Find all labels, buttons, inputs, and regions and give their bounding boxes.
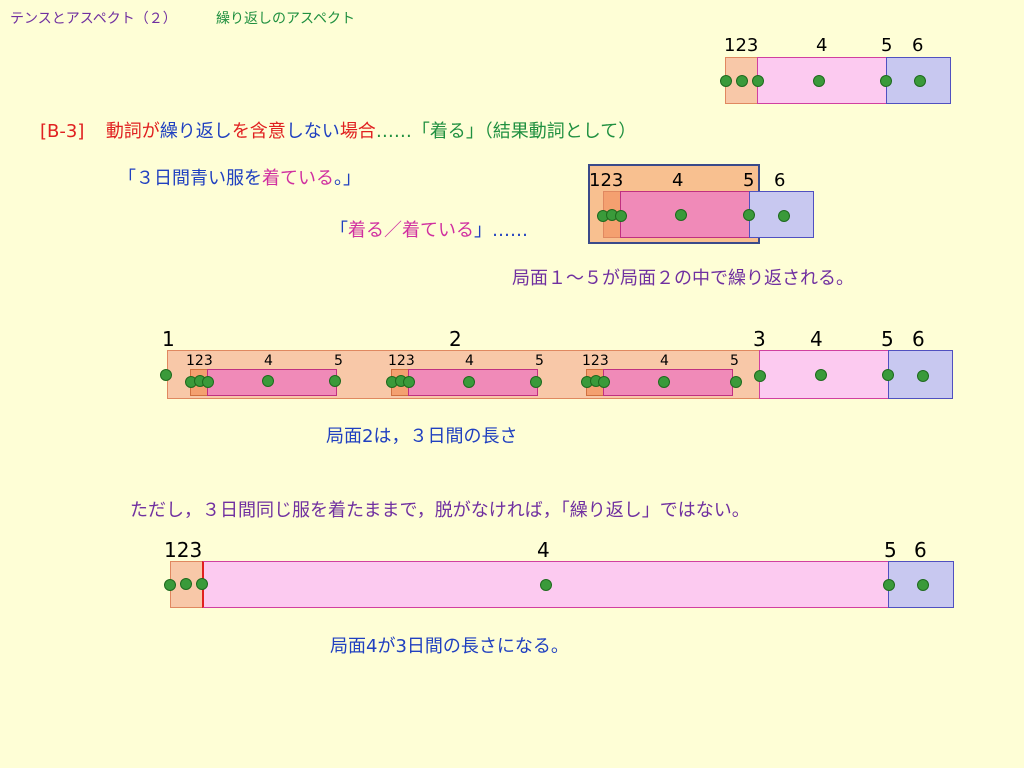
sub-label-123: 123 [582, 353, 609, 369]
note-phase4: 局面4が3日間の長さになる。 [330, 636, 569, 657]
case-part-2: 繰り返し [159, 121, 232, 142]
sub-point-b3 [403, 376, 415, 388]
example-verb: 着ている [262, 168, 334, 189]
note-phase2: 局面2は，３日間の長さ [326, 426, 518, 447]
pair-text: 着る／着ている [348, 220, 474, 241]
sub-label-5: 5 [730, 353, 739, 369]
label-5: 5 [881, 35, 893, 56]
verb-pair: 「着る／着ている」…… [330, 216, 528, 242]
sub-point-b4 [463, 376, 475, 388]
label-123: 123 [724, 35, 759, 56]
point-5 [880, 75, 892, 87]
sub-point-b5 [530, 376, 542, 388]
sub-point-a4 [262, 375, 274, 387]
case-part-5: 場合 [339, 121, 376, 142]
note-repeat: 局面１〜５が局面２の中で繰り返される。 [512, 268, 854, 289]
label-1: 1 [162, 327, 175, 351]
point-2 [180, 578, 192, 590]
case-part-3: を含意 [231, 121, 286, 142]
label-6: 6 [914, 538, 927, 562]
sub-point-c3 [598, 376, 610, 388]
case-part-6: ……「 [375, 121, 430, 142]
label-4: 4 [537, 538, 550, 562]
case-heading: [B-3] 動詞が繰り返しを含意しない場合……「着る」（結果動詞として） [40, 117, 636, 143]
point-1 [164, 579, 176, 591]
point-6 [778, 210, 790, 222]
label-4: 4 [810, 327, 823, 351]
point-4 [540, 579, 552, 591]
label-5: 5 [881, 327, 894, 351]
label-123: 123 [164, 538, 203, 562]
point-1 [720, 75, 732, 87]
sub-label-4: 4 [465, 353, 474, 369]
sub-point-c4 [658, 376, 670, 388]
pair-close: 」…… [474, 220, 528, 241]
point-1 [160, 369, 172, 381]
sub-label-5: 5 [334, 353, 343, 369]
point-3 [752, 75, 764, 87]
sub-label-123: 123 [388, 353, 415, 369]
slide-title: テンスとアスペクト（２） [10, 11, 177, 27]
sub-label-123: 123 [186, 353, 213, 369]
sub-point-a3 [202, 376, 214, 388]
pair-open: 「 [330, 220, 348, 241]
point-3 [754, 370, 766, 382]
point-4 [813, 75, 825, 87]
case-part-4: しない [285, 121, 340, 142]
example-close: 。」 [334, 168, 361, 189]
note-but: ただし，３日間同じ服を着たままで，脱がなければ，「繰り返し」ではない。 [130, 500, 750, 521]
point-6 [917, 579, 929, 591]
case-part-1: 動詞が [105, 121, 160, 142]
point-5 [743, 209, 755, 221]
point-4 [815, 369, 827, 381]
sub-label-5: 5 [535, 353, 544, 369]
sub-point-c5 [730, 376, 742, 388]
label-6: 6 [912, 35, 924, 56]
point-6 [917, 370, 929, 382]
sub-label-4: 4 [660, 353, 669, 369]
label-6: 6 [774, 170, 786, 191]
label-6: 6 [912, 327, 925, 351]
label-5: 5 [743, 170, 755, 191]
slide-subtitle: 繰り返しのアスペクト [216, 11, 356, 27]
case-label: [B-3] [40, 121, 85, 142]
point-3 [615, 210, 627, 222]
point-4 [675, 209, 687, 221]
label-2: 2 [449, 327, 462, 351]
point-5 [883, 579, 895, 591]
case-part-8: 」（結果動詞として） [465, 121, 637, 142]
example-open: 「３日間青い服を [118, 168, 262, 189]
sub-label-4: 4 [264, 353, 273, 369]
label-4: 4 [816, 35, 828, 56]
sub-point-a5 [329, 375, 341, 387]
point-5 [882, 369, 894, 381]
example-sentence: 「３日間青い服を着ている。」 [118, 164, 361, 190]
case-part-7: 着る [429, 121, 466, 142]
point-2 [736, 75, 748, 87]
label-3: 3 [753, 327, 766, 351]
point-3 [196, 578, 208, 590]
label-123: 123 [589, 170, 624, 191]
phase-end-box [888, 561, 954, 608]
point-6 [914, 75, 926, 87]
label-5: 5 [884, 538, 897, 562]
label-4: 4 [672, 170, 684, 191]
